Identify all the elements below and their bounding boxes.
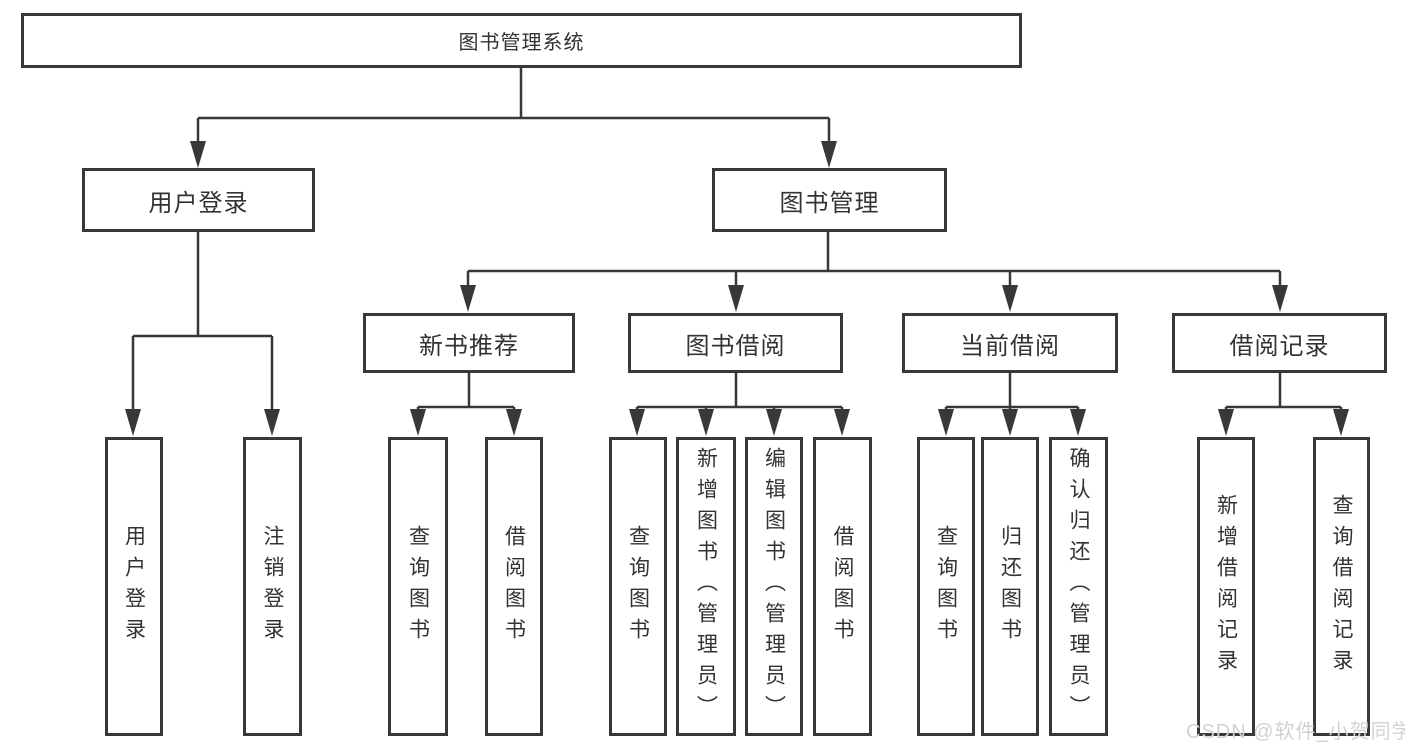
leaf-nb-borrow-books: 借阅图书	[485, 437, 543, 736]
leaf-nb-query-books: 查询图书	[388, 437, 448, 736]
node-book-borrowing-label: 图书借阅	[685, 332, 786, 360]
node-borrow-records: 借阅记录	[1172, 313, 1387, 373]
leaf-cb-query-books: 查询图书	[917, 437, 975, 736]
leaf-br-add-record-label: 新增借阅记录	[1214, 493, 1238, 680]
node-book-borrowing: 图书借阅	[628, 313, 843, 373]
node-root-label: 图书管理系统	[458, 32, 585, 54]
node-new-book-recommend-label: 新书推荐	[419, 332, 519, 360]
leaf-nb-query-books-label: 查询图书	[406, 524, 430, 649]
leaf-bb-borrow-books: 借阅图书	[813, 437, 872, 736]
leaf-bb-add-books-admin: 新增图书（管理员）	[676, 437, 736, 736]
node-new-book-recommend: 新书推荐	[363, 313, 575, 373]
leaf-br-query-record: 查询借阅记录	[1313, 437, 1370, 736]
node-root: 图书管理系统	[21, 13, 1022, 68]
leaf-bb-borrow-books-label: 借阅图书	[831, 524, 854, 649]
leaf-bb-edit-books-admin-label: 编辑图书（管理员）	[762, 447, 786, 726]
watermark: CSDN @软件_小贺同学	[1186, 721, 1405, 743]
leaf-cb-confirm-return-admin: 确认归还（管理员）	[1049, 437, 1108, 736]
leaf-bb-edit-books-admin: 编辑图书（管理员）	[745, 437, 803, 736]
node-current-borrowing: 当前借阅	[902, 313, 1118, 373]
leaf-cb-confirm-return-admin-label: 确认归还（管理员）	[1067, 447, 1090, 726]
node-borrow-records-label: 借阅记录	[1229, 332, 1330, 360]
leaf-bb-add-books-admin-label: 新增图书（管理员）	[694, 447, 718, 726]
leaf-br-query-record-label: 查询借阅记录	[1330, 493, 1353, 680]
leaf-nb-borrow-books-label: 借阅图书	[502, 524, 526, 649]
leaf-user-login-label: 用户登录	[122, 524, 146, 649]
leaf-cb-return-books: 归还图书	[981, 437, 1039, 736]
node-user-login: 用户登录	[82, 168, 315, 232]
node-current-borrowing-label: 当前借阅	[960, 332, 1060, 360]
node-book-management: 图书管理	[712, 168, 947, 232]
leaf-bb-query-books: 查询图书	[609, 437, 667, 736]
leaf-bb-query-books-label: 查询图书	[626, 524, 650, 649]
arrowheads	[125, 141, 1349, 436]
leaf-cb-query-books-label: 查询图书	[934, 524, 958, 649]
leaf-user-login: 用户登录	[105, 437, 163, 736]
leaf-logout: 注销登录	[243, 437, 302, 736]
node-book-management-label: 图书管理	[779, 189, 880, 217]
leaf-br-add-record: 新增借阅记录	[1197, 437, 1255, 736]
node-user-login-label: 用户登录	[148, 189, 249, 217]
leaf-logout-label: 注销登录	[261, 524, 284, 649]
leaf-cb-return-books-label: 归还图书	[998, 524, 1022, 649]
